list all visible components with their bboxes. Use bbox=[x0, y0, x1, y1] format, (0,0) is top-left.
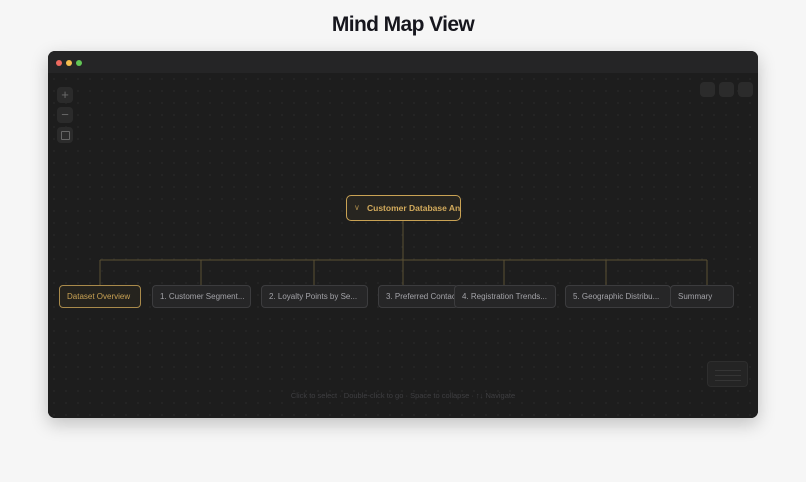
mindmap-node-dataset-overview[interactable]: Dataset Overview bbox=[59, 285, 141, 308]
root-node-label: Customer Database An... bbox=[367, 203, 461, 213]
chevron-down-icon[interactable]: ∨ bbox=[354, 203, 360, 212]
fit-screen-icon bbox=[61, 131, 70, 140]
minimap[interactable] bbox=[707, 361, 748, 387]
mindmap-node-loyalty-points[interactable]: 2. Loyalty Points by Se... bbox=[261, 285, 368, 308]
toolbar-button-1[interactable] bbox=[700, 82, 715, 97]
node-label: 5. Geographic Distribu... bbox=[573, 292, 660, 301]
keyboard-hint: Click to select · Double-click to go · S… bbox=[290, 391, 516, 400]
app-window: + − ∨ Customer Database An... Dataset Ov… bbox=[48, 51, 758, 418]
maximize-window-button[interactable] bbox=[76, 60, 82, 66]
mindmap-connectors bbox=[99, 221, 708, 285]
window-titlebar bbox=[48, 51, 758, 73]
node-label: 2. Loyalty Points by Se... bbox=[269, 292, 358, 301]
page-title: Mind Map View bbox=[331, 13, 475, 36]
mindmap-root-node[interactable]: ∨ Customer Database An... bbox=[346, 195, 461, 221]
zoom-in-button[interactable]: + bbox=[57, 87, 73, 103]
plus-icon: + bbox=[61, 87, 69, 102]
node-label: 1. Customer Segment... bbox=[160, 292, 245, 301]
mindmap-node-preferred-contact[interactable]: 3. Preferred Contact bbox=[378, 285, 458, 308]
mindmap-node-summary[interactable]: Summary bbox=[670, 285, 734, 308]
mindmap-node-registration-trends[interactable]: 4. Registration Trends... bbox=[454, 285, 556, 308]
mindmap-node-customer-segment[interactable]: 1. Customer Segment... bbox=[152, 285, 251, 308]
node-label: 3. Preferred Contact bbox=[386, 292, 458, 301]
node-label: 4. Registration Trends... bbox=[462, 292, 547, 301]
mindmap-node-geographic-distribution[interactable]: 5. Geographic Distribu... bbox=[565, 285, 671, 308]
close-window-button[interactable] bbox=[56, 60, 62, 66]
node-label: Dataset Overview bbox=[67, 292, 131, 301]
minimize-window-button[interactable] bbox=[66, 60, 72, 66]
toolbar-button-2[interactable] bbox=[719, 82, 734, 97]
mindmap-canvas[interactable]: + − ∨ Customer Database An... Dataset Ov… bbox=[48, 73, 758, 418]
toolbar-button-3[interactable] bbox=[738, 82, 753, 97]
fit-view-button[interactable] bbox=[57, 127, 73, 143]
minus-icon: − bbox=[61, 107, 69, 122]
zoom-out-button[interactable]: − bbox=[57, 107, 73, 123]
node-label: Summary bbox=[678, 292, 713, 301]
